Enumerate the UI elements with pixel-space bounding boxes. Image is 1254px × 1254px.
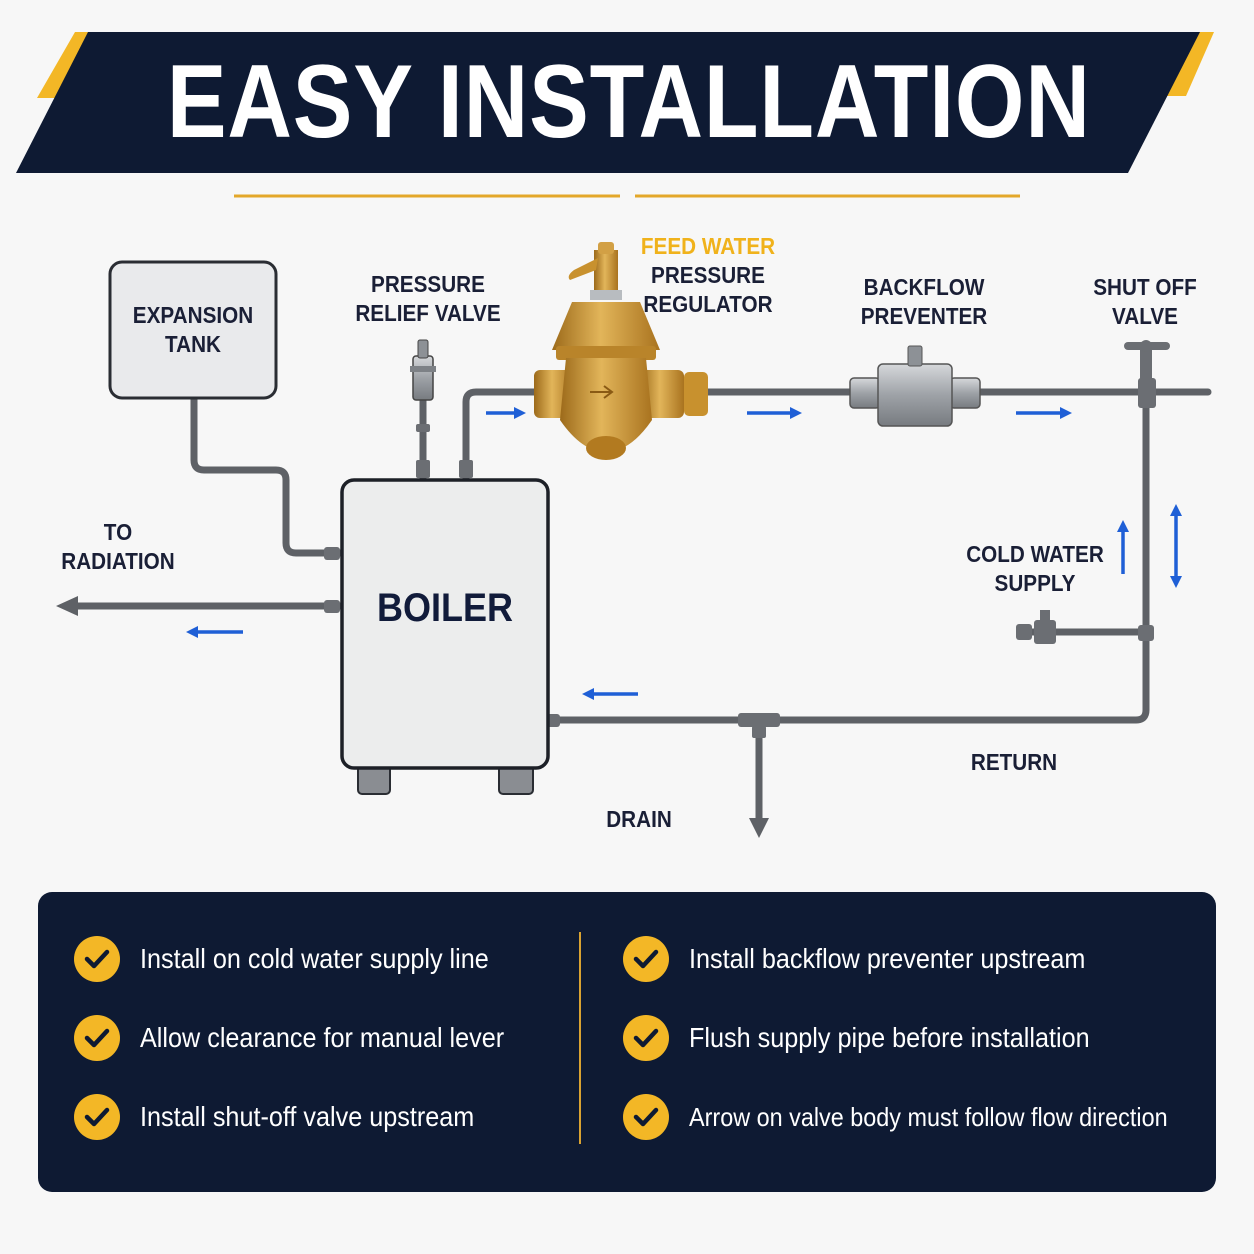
cold-water-inlet-valve	[1016, 610, 1056, 644]
drain-label: DRAIN	[606, 806, 672, 832]
checkmark-icon	[623, 1094, 669, 1140]
tip-text: Allow clearance for manual lever	[140, 1022, 505, 1053]
tip-item: Install backflow preventer upstream	[623, 934, 1129, 984]
feed-pipe	[462, 388, 539, 482]
flow-arrow-icon	[186, 626, 243, 638]
drain-arrowhead	[749, 818, 769, 838]
checkmark-icon	[74, 1015, 120, 1061]
flow-arrow-icon	[747, 407, 802, 419]
tip-item: Install on cold water supply line	[74, 934, 528, 984]
flow-arrows	[186, 407, 1182, 700]
checkmark-icon	[623, 1015, 669, 1061]
backflow-preventer-icon	[849, 345, 981, 427]
page-title: EASY INSTALLATION	[166, 44, 1091, 160]
tip-item: Arrow on valve body must follow flow dir…	[623, 1092, 1221, 1142]
pipes	[70, 388, 1212, 826]
installation-tips-panel: Install on cold water supply line Allow …	[38, 892, 1216, 1192]
flow-arrow-icon	[1016, 407, 1072, 419]
flow-arrow-icon	[486, 407, 526, 419]
tip-item: Allow clearance for manual lever	[74, 1013, 545, 1063]
tip-text: Arrow on valve body must follow flow dir…	[689, 1101, 1168, 1132]
expansion-tank	[108, 260, 278, 400]
boiler-label: BOILER	[376, 586, 514, 630]
radiation-arrowhead	[56, 596, 78, 616]
banner-shape	[16, 32, 1214, 198]
tip-text: Flush supply pipe before installation	[689, 1022, 1090, 1053]
checkmark-icon	[74, 1094, 120, 1140]
feed-water-label: FEED WATER	[640, 233, 776, 259]
checkmark-icon	[623, 936, 669, 982]
expansion-pipe	[190, 394, 346, 557]
tip-text: Install backflow preventer upstream	[689, 943, 1086, 974]
tip-item: Flush supply pipe before installation	[623, 1013, 1134, 1063]
tip-text: Install shut-off valve upstream	[140, 1101, 475, 1132]
flow-arrow-icon	[1170, 504, 1182, 588]
supply-vertical-pipe	[544, 388, 1150, 724]
title-banner: EASY INSTALLATION	[0, 0, 1254, 210]
plumbing-diagram	[56, 242, 1212, 838]
flow-arrow-icon	[1117, 520, 1129, 574]
shutoff-valve-icon	[1124, 340, 1170, 380]
tip-text: Install on cold water supply line	[140, 943, 489, 974]
pressure-relief-valve	[410, 339, 436, 401]
return-label: RETURN	[970, 749, 1058, 775]
pressure-regulator-icon	[534, 242, 708, 460]
checkmark-icon	[74, 936, 120, 982]
boiler	[340, 478, 550, 795]
tip-item: Install shut-off valve upstream	[74, 1092, 511, 1142]
panel-divider	[579, 932, 581, 1144]
flow-arrow-icon	[582, 688, 638, 700]
